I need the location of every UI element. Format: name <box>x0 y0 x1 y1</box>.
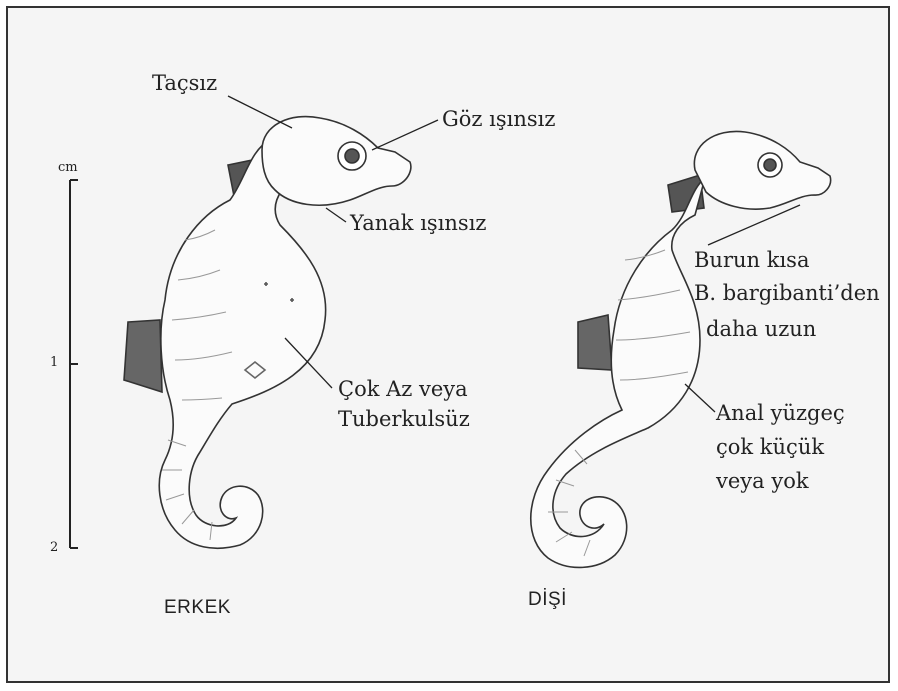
label-female: DİŞİ <box>528 588 567 612</box>
label-burun-line3: daha uzun <box>706 316 816 342</box>
label-burun-line2: B. bargibanti’den <box>694 280 880 306</box>
label-male: ERKEK <box>164 596 231 620</box>
label-tuberkul-line1: Çok Az veya <box>338 376 468 402</box>
leader-anal <box>685 384 715 412</box>
label-tuberkul-line2: Tuberkulsüz <box>338 406 470 432</box>
label-anal-line2: çok küçük <box>716 434 824 460</box>
leader-tacsiz <box>228 96 292 128</box>
label-goz: Göz ışınsız <box>442 106 555 132</box>
scale-tick-2: 2 <box>50 540 58 556</box>
scale-unit: cm <box>58 160 78 176</box>
label-anal-line3: veya yok <box>716 468 809 494</box>
label-anal-line1: Anal yüzgeç <box>716 400 845 426</box>
scale-tick-1: 1 <box>50 355 58 371</box>
scale-bar <box>70 180 78 548</box>
leader-burun <box>708 205 800 245</box>
label-yanak: Yanak ışınsız <box>350 210 487 236</box>
label-tacsiz: Taçsız <box>152 70 217 96</box>
label-burun-line1: Burun kısa <box>694 247 809 273</box>
leader-goz <box>372 120 438 150</box>
female-seahorse-illustration <box>531 131 831 567</box>
male-seahorse-illustration <box>124 117 411 549</box>
leader-yanak <box>326 208 346 222</box>
